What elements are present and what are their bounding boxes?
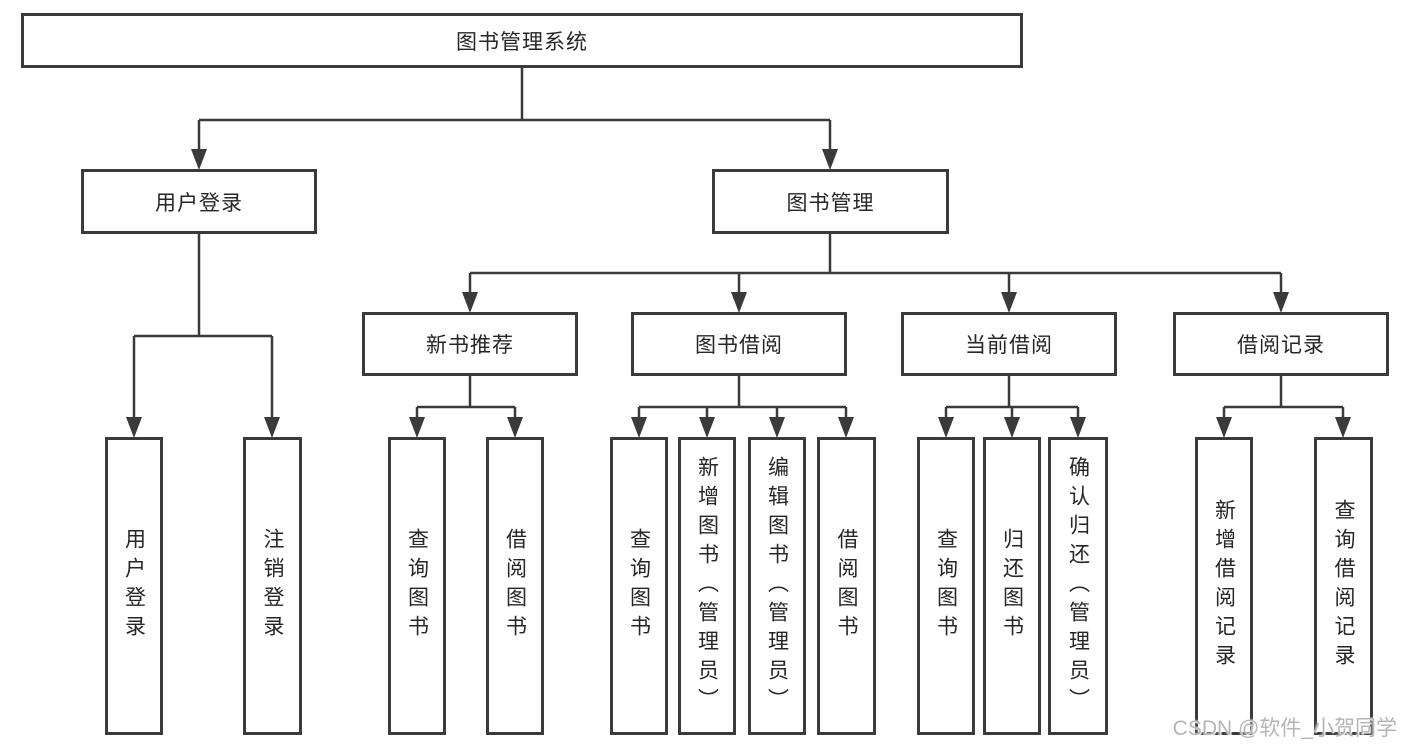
- leaf-confirm-return-admin: 确认归还（管理员）: [1048, 437, 1108, 735]
- leaf-borrow-books-1: 借阅图书: [486, 437, 544, 735]
- edge-newbook-to-leaves: [415, 376, 517, 420]
- node-root-label: 图书管理系统: [456, 30, 588, 54]
- leaf-add-book-admin: 新增图书（管理员）: [678, 437, 736, 735]
- node-user-login-label: 用户登录: [155, 191, 243, 215]
- node-book-borrow: 图书借阅: [631, 312, 847, 376]
- leaf-query-books-1: 查询图书: [388, 437, 446, 735]
- node-new-book-recommend-label: 新书推荐: [426, 334, 514, 357]
- node-root-library-system: 图书管理系统: [21, 13, 1023, 68]
- leaf-return-book: 归还图书: [983, 437, 1041, 735]
- leaf-confirm-return-admin-label: 确认归还（管理员）: [1066, 455, 1090, 717]
- edge-borrow-to-leaves: [637, 376, 848, 420]
- node-book-management: 图书管理: [712, 169, 949, 234]
- leaf-logout-label: 注销登录: [261, 528, 284, 644]
- leaf-return-book-label: 归还图书: [1000, 528, 1024, 644]
- node-book-management-label: 图书管理: [786, 191, 875, 215]
- leaf-query-borrow-record-label: 查询借阅记录: [1332, 499, 1355, 673]
- edge-current-to-leaves: [944, 376, 1080, 420]
- leaf-query-books-2-label: 查询图书: [627, 528, 651, 644]
- leaf-query-books-3-label: 查询图书: [934, 528, 958, 644]
- leaf-query-borrow-record: 查询借阅记录: [1314, 437, 1373, 735]
- node-book-borrow-label: 图书借阅: [695, 334, 783, 357]
- leaf-user-login: 用户登录: [105, 437, 163, 735]
- leaf-add-borrow-record: 新增借阅记录: [1195, 437, 1253, 735]
- edge-mgmt-to-level3: [468, 234, 1283, 295]
- edge-root-to-level2: [197, 68, 832, 152]
- leaf-edit-book-admin: 编辑图书（管理员）: [748, 437, 806, 735]
- node-new-book-recommend: 新书推荐: [362, 312, 578, 376]
- node-borrow-records: 借阅记录: [1173, 312, 1389, 376]
- csdn-watermark: CSDN @软件_小贺同学: [1172, 717, 1397, 740]
- leaf-borrow-books-1-label: 借阅图书: [503, 528, 527, 644]
- arrowheads: [126, 149, 1351, 438]
- leaf-edit-book-admin-label: 编辑图书（管理员）: [765, 455, 789, 717]
- node-current-borrow: 当前借阅: [901, 312, 1117, 376]
- node-user-login: 用户登录: [81, 169, 317, 234]
- node-borrow-records-label: 借阅记录: [1237, 334, 1325, 357]
- leaf-query-books-1-label: 查询图书: [405, 528, 429, 644]
- edge-login-to-leaves: [132, 234, 274, 420]
- leaf-query-books-3: 查询图书: [917, 437, 975, 735]
- leaf-borrow-books-2-label: 借阅图书: [835, 528, 858, 644]
- leaf-borrow-books-2: 借阅图书: [817, 437, 876, 735]
- leaf-query-books-2: 查询图书: [610, 437, 668, 735]
- leaf-user-login-label: 用户登录: [122, 528, 146, 644]
- leaf-logout: 注销登录: [243, 437, 302, 735]
- edge-records-to-leaves: [1222, 376, 1345, 420]
- node-current-borrow-label: 当前借阅: [965, 334, 1053, 357]
- leaf-add-book-admin-label: 新增图书（管理员）: [695, 455, 719, 717]
- leaf-add-borrow-record-label: 新增借阅记录: [1212, 499, 1236, 673]
